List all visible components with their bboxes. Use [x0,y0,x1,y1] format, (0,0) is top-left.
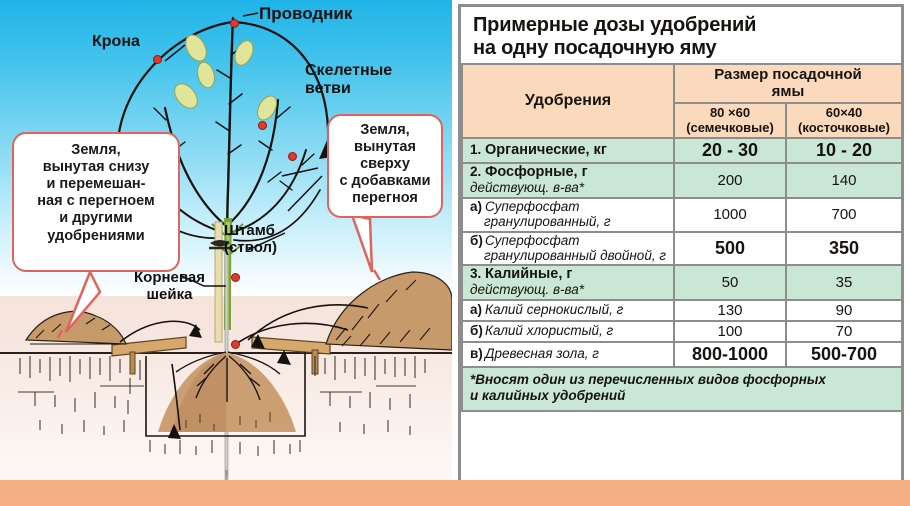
row-value-col1: 1000 [673,197,787,233]
table-row: а)Суперфосфат гранулированный, г 1000 70… [461,197,901,233]
point-marker-krona [153,55,162,64]
row-name-cell: а)Калий сернокислый, г [461,299,675,323]
row-name-cell: 2.Фосфорные, г действующ. в-ва* [461,162,675,200]
label-provodnik: Проводник [259,4,353,23]
table-row: б)Суперфосфат гранулированный двойной, г… [461,230,901,267]
row-value-col1: 800-1000 [673,341,787,369]
row-value-col1: 50 [673,264,787,302]
row-name-cell: а)Суперфосфат гранулированный, г [461,197,675,233]
table-footnote-row: *Вносят один из перечисленных видов фосф… [461,366,901,412]
row-index: 3. [470,266,482,282]
label-shtamb: Штамб (ствол) [224,222,278,257]
point-marker-kornevaya-sheyka [231,340,240,349]
row-title: Суперфосфат [485,232,580,248]
fertilizer-table-panel: Примерные дозы удобрений на одну посадоч… [452,0,910,506]
point-marker-skeletnye-2 [288,152,297,161]
point-marker-shtamb [231,273,240,282]
table-row: в)Древесная зола, г 800-1000 500-700 [461,341,901,369]
row-index: в) [470,346,483,362]
header-col1: 80 ×60 (семечковые) [673,102,787,140]
row-name-cell: б)Калий хлористый, г [461,320,675,344]
row-value-col2: 500-700 [784,341,901,369]
bottom-accent-band [0,480,910,506]
table-row: 2.Фосфорные, г действующ. в-ва* 200 140 [461,162,901,200]
label-kornevaya-sheyka: Корневая шейка [134,269,206,304]
label-krona: Крона [92,33,140,50]
header-fertilizer-column: Удобрения [461,63,675,140]
row-index: а) [470,302,483,318]
row-index: 2. [470,164,482,180]
table-header-row-1: Удобрения Размер посадочной ямы [461,63,901,140]
row-subtitle: гранулированный, г [484,213,611,229]
header-fertilizer-label: Удобрения [524,92,612,110]
panel-title: Примерные дозы удобрений на одну посадоч… [473,14,757,59]
row-name-cell: б)Суперфосфат гранулированный двойной, г [461,230,675,267]
row-value-col2: 700 [784,197,901,233]
header-col1-kind: (семечковые) [686,119,774,135]
row-index: б) [470,232,483,248]
row-name-cell: в)Древесная зола, г [461,341,675,369]
row-index: б) [470,323,483,339]
row-value-col2: 350 [784,230,901,267]
callout-soil-top: Земля, вынутая сверху с добавками перегн… [327,114,443,218]
row-name-cell: 1.Органические, кг [461,137,675,165]
row-subtitle: действующ. в-ва* [470,180,585,196]
label-skeletnye-vetvi: Скелетные ветви [305,62,393,98]
row-value-col2: 70 [784,320,901,344]
planting-illustration: Проводник Крона Скелетные ветви Штамб (с… [0,0,452,506]
row-title: Калий хлористый, г [485,323,614,339]
table-header-row-2: 80 ×60 (семечковые) 60×40 (косточковые) [462,102,901,140]
row-value-col2: 90 [784,299,901,323]
row-value-col2: 35 [784,264,901,302]
fertilizer-table: Удобрения Размер посадочной ямы 80 ×60 (… [461,63,901,412]
row-value-col1: 20 - 30 [673,137,787,165]
header-pit-size-group: Размер посадочной ямы [672,63,901,105]
row-subtitle: действующ. в-ва* [470,282,585,298]
row-title: Калий сернокислый, г [485,302,624,318]
table-row: 3.Калийные, г действующ. в-ва* 50 35 [461,264,901,302]
row-title: Суперфосфат [485,199,580,215]
table-row: 1.Органические, кг 20 - 30 10 - 20 [461,137,901,165]
row-subtitle: гранулированный двойной, г [484,247,666,263]
callout-soil-bottom: Земля, вынутая снизу и перемешан- ная с … [12,132,180,272]
table-row: б)Калий хлористый, г 100 70 [461,320,901,344]
row-value-col1: 200 [673,162,787,200]
row-value-col1: 500 [673,230,787,267]
row-value-col1: 100 [673,320,787,344]
point-marker-skeletnye-1 [258,121,267,130]
table-body: Удобрения Размер посадочной ямы 80 ×60 (… [461,63,901,412]
row-title: Органические, кг [485,141,607,158]
row-value-col2: 140 [784,162,901,200]
table-frame: Примерные дозы удобрений на одну посадоч… [458,4,904,500]
table-row: а)Калий сернокислый, г 130 90 [461,299,901,323]
row-name-cell: 3.Калийные, г действующ. в-ва* [461,264,675,302]
point-marker-provodnik [230,19,239,28]
footnote-text: *Вносят один из перечисленных видов фосф… [461,366,901,412]
row-title: Калийные, г [485,266,573,283]
row-index: а) [470,199,483,215]
row-value-col2: 10 - 20 [784,137,901,165]
header-col2-size: 60×40 [825,105,863,121]
callout-soil-bottom-text: Земля, вынутая снизу и перемешан- ная с … [37,142,155,244]
header-col2: 60×40 (косточковые) [784,102,901,140]
header-col1-size: 80 ×60 [709,105,751,121]
row-index: 1. [470,141,482,157]
row-value-col1: 130 [673,299,787,323]
row-title: Фосфорные, г [485,164,588,181]
row-title: Древесная зола, г [485,346,599,362]
header-col2-kind: (косточковые) [798,119,890,135]
callout-soil-top-text: Земля, вынутая сверху с добавками перегн… [339,122,431,207]
